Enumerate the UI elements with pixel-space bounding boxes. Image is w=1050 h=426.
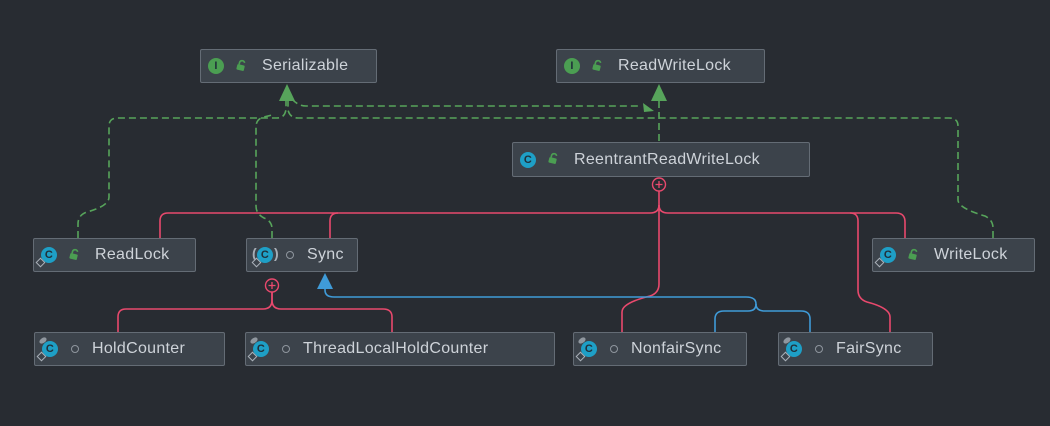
node-label: Sync [307,246,344,263]
class-icon-letter: C [44,249,54,261]
edge-reentrant-fairsync[interactable] [849,212,891,332]
edge-reentrant-sync[interactable] [329,212,339,238]
static-nested-class-icon: C [36,336,58,362]
node-writelock[interactable]: C WriteLock [872,238,1035,272]
realization-arrowhead-readwritelock [651,84,667,101]
node-reentrantreadwritelock[interactable]: C ReentrantReadWriteLock [512,142,810,177]
public-lock-icon [236,59,246,71]
class-icon-letter: C [584,343,594,355]
package-private-icon [286,251,294,259]
inner-class-anchor-sync[interactable] [264,278,280,293]
node-label: ReentrantReadWriteLock [574,150,760,168]
package-private-icon [71,345,79,353]
extends-arrowhead-sync [317,273,333,289]
interface-icon-letter: I [214,60,218,72]
edge-reentrant-writelock[interactable] [658,204,906,238]
class-icon-letter: C [260,249,270,261]
static-nested-class-icon: C [575,336,597,362]
node-fairsync[interactable]: C FairSync [778,332,933,366]
node-sync[interactable]: ( C ) Sync [246,238,358,272]
static-nested-class-icon: C [780,336,802,362]
interface-icon: I [208,58,224,74]
node-nonfairsync[interactable]: C NonfairSync [573,332,747,366]
edge-sync-threadlocalholdcounter[interactable] [271,292,393,333]
class-icon-letter: C [45,343,55,355]
static-nested-class-icon: C [247,336,269,362]
public-lock-icon [69,248,79,260]
interface-icon: I [564,58,580,74]
class-icon-letter: C [523,153,533,166]
node-readwritelock[interactable]: I ReadWriteLock [556,49,765,83]
package-private-icon [815,345,823,353]
node-threadlocalholdcounter[interactable]: C ThreadLocalHoldCounter [245,332,555,366]
node-label: ReadLock [95,246,170,263]
package-private-icon [282,345,290,353]
node-label: ReadWriteLock [618,57,731,74]
node-readlock[interactable]: C ReadLock [33,238,196,272]
edge-sync-holdcounter[interactable] [117,292,273,333]
nested-class-icon: C [874,247,896,268]
abstract-paren-close: ) [274,245,279,261]
edge-readlock-serializable[interactable] [77,101,287,238]
class-icon-letter: C [789,343,799,355]
node-holdcounter[interactable]: C HoldCounter [34,332,225,366]
class-icon: C [520,151,536,168]
node-label: HoldCounter [92,340,186,357]
edge-reentrant-readlock[interactable] [159,204,660,238]
class-icon-letter: C [883,249,893,261]
package-private-icon [610,345,618,353]
edge-reentrant-nonfairsync[interactable] [621,191,660,332]
inner-class-anchor-reentrant[interactable] [651,177,667,192]
public-lock-icon [548,152,558,164]
node-label: WriteLock [934,246,1008,263]
interface-icon-letter: I [570,60,574,72]
abstract-nested-class-icon: ( C ) [251,245,279,268]
abstract-paren-open: ( [252,245,257,261]
node-serializable[interactable]: I Serializable [200,49,377,83]
node-label: NonfairSync [631,340,722,357]
edge-fairsync-sync[interactable] [755,303,811,332]
node-label: ThreadLocalHoldCounter [303,340,489,357]
nested-class-icon: C [35,247,57,268]
class-icon-letter: C [256,343,266,355]
realization-arrowhead-serializable [279,84,295,101]
edge-sync-serializable[interactable] [255,114,273,238]
realization-arrowhead-junction [643,103,654,112]
edge-reentrant-serializable[interactable] [291,98,641,107]
public-lock-icon [592,59,602,71]
node-label: Serializable [262,57,349,74]
public-lock-icon [908,248,918,260]
node-label: FairSync [836,340,902,357]
